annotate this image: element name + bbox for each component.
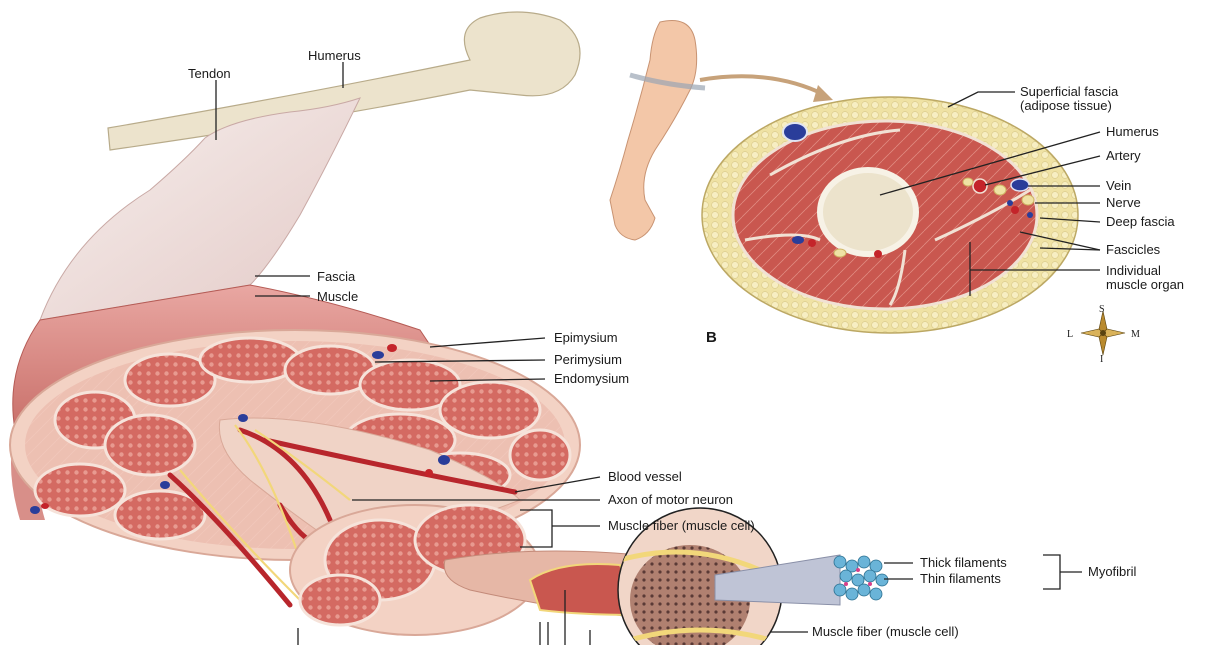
panel-b-illustration: [610, 20, 1125, 355]
label-endomysium: Endomysium: [554, 371, 629, 386]
label-perimysium: Perimysium: [554, 352, 622, 367]
label-deep-fascia: Deep fascia: [1106, 214, 1175, 229]
label-blood-vessel: Blood vessel: [608, 469, 682, 484]
label-epimysium: Epimysium: [554, 330, 618, 345]
label-axon: Axon of motor neuron: [608, 492, 733, 507]
label-tendon: Tendon: [188, 66, 231, 81]
label-muscle-fiber-1: Muscle fiber (muscle cell): [608, 518, 755, 533]
label-humerus-a: Humerus: [308, 48, 361, 63]
label-fascia: Fascia: [317, 269, 356, 284]
arrow: [700, 76, 825, 95]
label-thin-filaments: Thin filaments: [920, 571, 1001, 586]
label-nerve: Nerve: [1106, 195, 1141, 210]
filament-ends: [834, 556, 888, 600]
label-myofibril: Myofibril: [1088, 564, 1137, 579]
label-artery: Artery: [1106, 148, 1141, 163]
label-adipose-tissue: (adipose tissue): [1020, 98, 1112, 113]
label-muscle-organ: muscle organ: [1106, 277, 1184, 292]
compass-rose: [1081, 311, 1125, 355]
label-vein: Vein: [1106, 178, 1131, 193]
label-humerus-b: Humerus: [1106, 124, 1159, 139]
compass-l: L: [1067, 329, 1073, 340]
label-muscle: Muscle: [317, 289, 358, 304]
label-thick-filaments: Thick filaments: [920, 555, 1007, 570]
humerus-cross-section: [820, 170, 916, 254]
label-individual: Individual: [1106, 263, 1161, 278]
label-fascicles: Fascicles: [1106, 242, 1161, 257]
compass-s: S: [1099, 304, 1105, 315]
compass-m: M: [1131, 329, 1140, 340]
panel-letter-b: B: [706, 329, 717, 346]
compass-i: I: [1100, 354, 1103, 365]
label-superficial-fascia: Superficial fascia: [1020, 84, 1119, 99]
label-muscle-fiber-2: Muscle fiber (muscle cell): [812, 624, 959, 639]
arm-illustration: [610, 20, 697, 240]
